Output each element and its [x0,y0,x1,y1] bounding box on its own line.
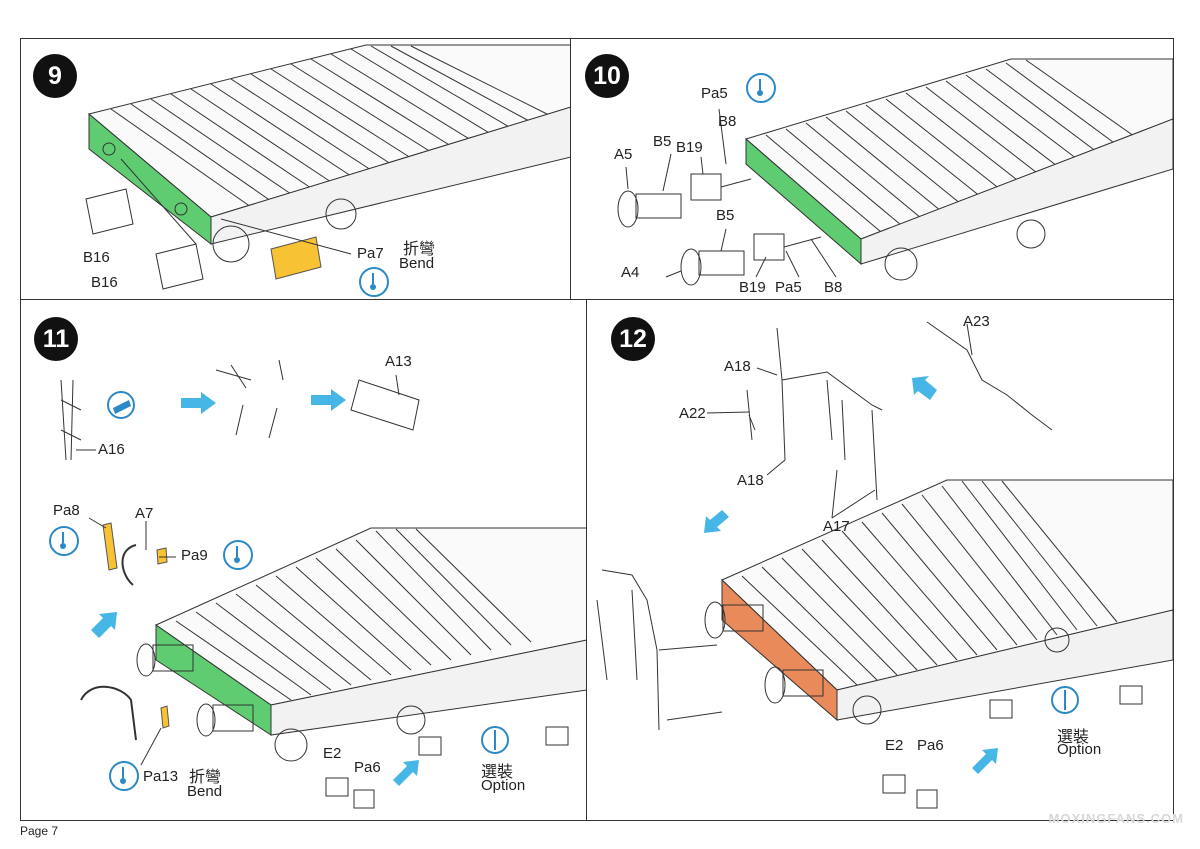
deck-planks [175,528,532,701]
step-9-illustration [85,44,571,290]
deck-planks [741,480,1118,686]
label-pa6: Pa6 [354,759,381,776]
label-e2: E2 [885,737,904,754]
label-b19-top: B19 [676,139,703,156]
label-option-en: Option [1057,741,1102,758]
label-bend-en: Bend [187,783,223,800]
label-a22: A22 [679,405,706,422]
label-option-cn: 選裝 [1057,729,1090,746]
step-12-illustration [596,321,1173,809]
label-pa9: Pa9 [181,547,208,564]
label-pa5-top: Pa5 [701,85,728,102]
end-beam-highlight [88,112,212,246]
step-12-panel: 12 A23 A18 A22 A18 A17 E2 Pa6 選裝 Option [586,299,1174,821]
label-a17: A17 [823,518,850,535]
label-b16-upper: B16 [83,249,110,266]
label-bend-en: Bend [399,255,435,272]
label-a18-bottom: A18 [737,472,764,489]
pa7-plate [270,236,322,280]
label-pa6: Pa6 [917,737,944,754]
leader-lines [625,108,837,278]
label-bend-cn: 折彎 [403,241,436,258]
pa13-part [160,705,170,729]
pa8-part [102,522,118,571]
bend-symbol-icon [109,761,139,791]
pa9-part [156,547,168,565]
label-a13: A13 [385,353,412,370]
step-11-badge: 11 [34,317,78,361]
label-b16-lower: B16 [91,274,118,291]
step-10-badge: 10 [585,54,629,98]
deck-planks [110,45,552,208]
direction-arrows [91,389,419,786]
label-b5-bottom: B5 [716,207,735,224]
label-b5-top: B5 [653,133,672,150]
bend-symbol-icon [359,267,389,297]
label-option-cn: 選裝 [481,764,514,781]
end-beam-highlight [745,137,862,266]
direction-arrows [704,376,998,774]
step-11-panel: 11 A16 A13 Pa8 A7 Pa9 Pa13 折彎 Bend E2 Pa… [20,299,588,821]
label-b8-bottom: B8 [824,279,843,296]
step-10-panel: 10 Pa5 B8 A5 B5 B19 B5 A4 B19 Pa5 B8 [570,38,1174,302]
end-beam-highlight [155,624,272,736]
label-a7: A7 [135,505,154,522]
label-option-en: Option [481,777,526,794]
label-b19-bottom: B19 [739,279,766,296]
bend-symbol-icon [223,540,253,570]
step-9-badge: 9 [33,54,77,98]
label-bend-cn: 折彎 [189,769,222,786]
label-b8-top: B8 [718,113,737,130]
bend-symbol-icon [49,526,79,556]
step-12-badge: 12 [611,317,655,361]
label-e2: E2 [323,745,342,762]
step-10-illustration [617,58,1173,286]
step-9-panel: 9 B16 B16 Pa7 折彎 Bend [20,38,572,302]
label-pa7: Pa7 [357,245,384,262]
label-pa8: Pa8 [53,502,80,519]
label-a5: A5 [614,146,633,163]
page-number: Page 7 [20,824,59,838]
deck-planks [765,59,1142,233]
label-a4: A4 [621,264,640,281]
watermark: MOXINGFANS.COM [1048,811,1184,826]
label-a16: A16 [98,441,125,458]
label-a18-top: A18 [724,358,751,375]
step-11-illustration [60,359,587,809]
label-pa5-bottom: Pa5 [775,279,802,296]
label-a23: A23 [963,313,990,330]
bend-symbol-icon [746,73,776,103]
label-pa13: Pa13 [143,768,179,785]
